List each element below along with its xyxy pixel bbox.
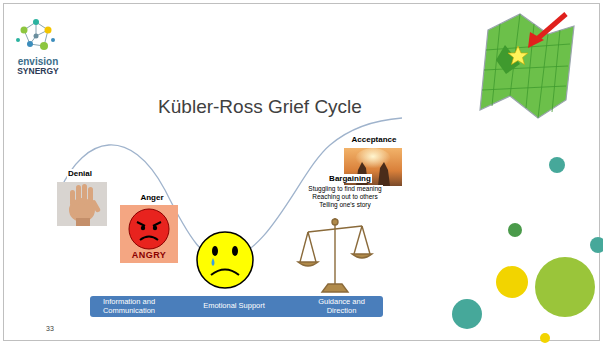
angry-word: ANGRY [120,250,178,260]
text-patch: Acceptance [351,135,398,144]
angry-face-box: ANGRY [120,205,178,263]
balance-scales [298,218,372,292]
band-text: Information and Communication [94,298,164,315]
band-text: Guidance and Direction [304,298,379,315]
denial-hand [57,182,107,226]
stage-label: Acceptance [343,135,405,144]
stage-note: Reaching out to others [285,193,405,200]
band-segment: Emotional Support [168,296,300,317]
text-patch: Denial [67,169,93,178]
text-patch: Reaching out to others [311,193,378,200]
stage-label: Denial [58,169,102,178]
sad-face [197,232,253,288]
stage-note: Telling one's story [285,201,405,208]
text-patch: Bargaining [328,174,372,183]
stage-label: Anger [130,193,174,202]
stage-label: Bargaining [305,174,395,183]
band-segment: Information and Communication [90,296,168,317]
slide-title: Kübler-Ross Grief Cycle [100,96,420,118]
band-text: Emotional Support [203,302,265,310]
text-patch: Stuggling to find meaning [307,185,382,192]
slide-number: 33 [38,325,62,333]
logo-network [16,19,55,50]
band-segment: Guidance and Direction [300,296,383,317]
decor-circles [452,157,603,343]
text-patch: Anger [139,193,164,202]
text-patch: Telling one's story [318,201,371,208]
stage-note: Stuggling to find meaning [285,185,405,192]
logo-word: SYNERGY [8,67,68,77]
logo-word: envision [8,56,68,68]
map-icon [480,14,574,118]
